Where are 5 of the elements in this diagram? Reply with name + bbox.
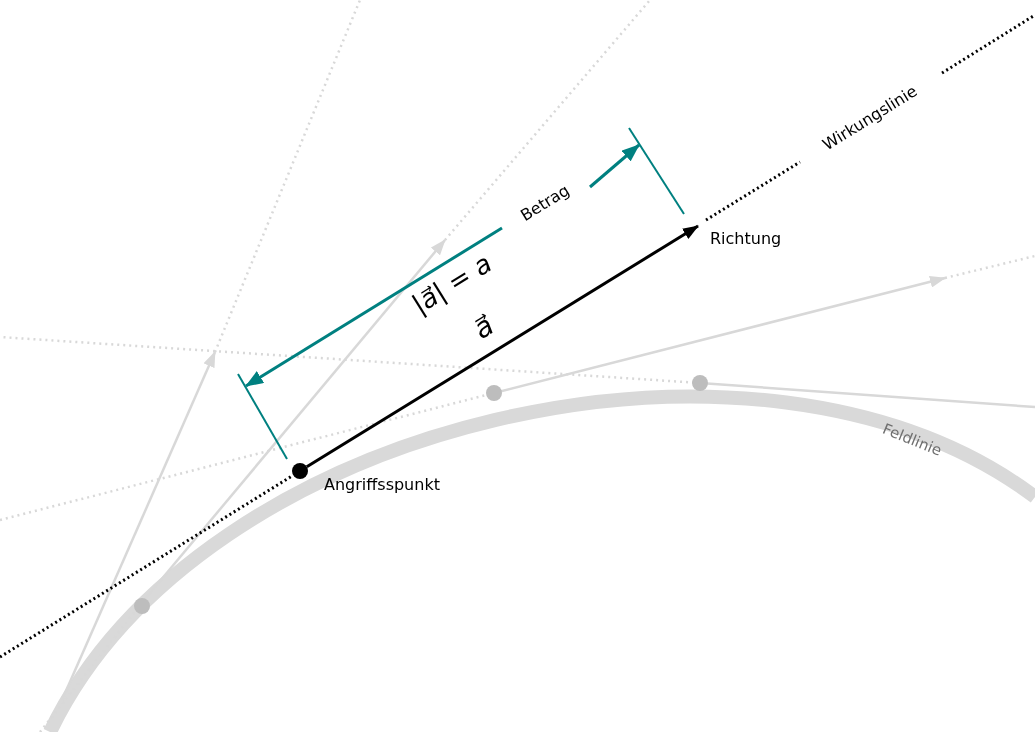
direction-label: Richtung [710,229,782,248]
vector-arrow [306,224,699,469]
point-label: Angriffsspunkt [324,475,440,494]
edge-label: a⃗ [466,308,501,348]
application-point [292,463,308,479]
